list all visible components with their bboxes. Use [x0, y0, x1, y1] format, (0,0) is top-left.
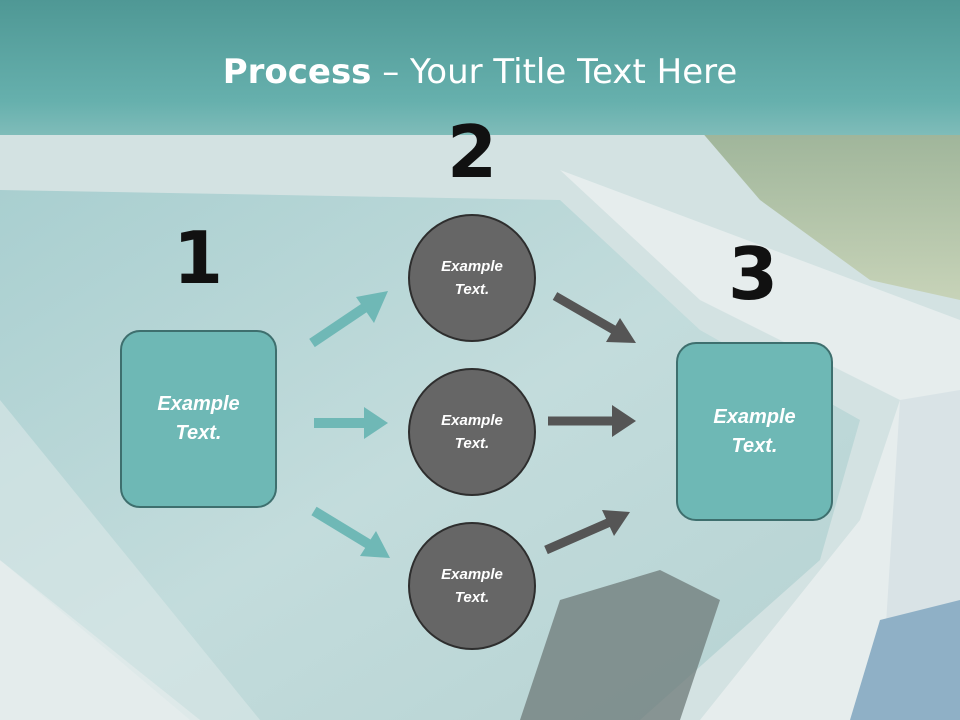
step-number-2: 2 [446, 110, 498, 194]
step-3-text: Example Text. [713, 405, 796, 457]
arrow-to-circle-2 [314, 407, 388, 439]
step-1-box: Example Text. [120, 330, 277, 508]
arrow-to-circle-3 [311, 506, 390, 558]
step-2-circle-top: Example Text. [408, 214, 536, 342]
arrow-to-circle-1 [309, 291, 388, 348]
arrow-from-circle-2 [548, 405, 636, 437]
step-2-circle-middle: Example Text. [408, 368, 536, 496]
circle-top-text: Example Text. [441, 258, 503, 298]
circle-bottom-text: Example Text. [441, 566, 503, 606]
title-rest: – Your Title Text Here [371, 52, 738, 92]
arrow-from-circle-1 [552, 292, 636, 343]
step-1-text: Example Text. [157, 393, 240, 444]
arrow-from-circle-3 [544, 510, 630, 555]
step-3-box: Example Text. [676, 342, 833, 521]
step-number-3: 3 [727, 232, 779, 316]
step-2-circle-bottom: Example Text. [408, 522, 536, 650]
title-bold: Process [222, 52, 372, 92]
step-number-1: 1 [172, 216, 224, 300]
slide-title: Process – Your Title Text Here [0, 52, 960, 92]
circle-middle-text: Example Text. [441, 412, 503, 452]
